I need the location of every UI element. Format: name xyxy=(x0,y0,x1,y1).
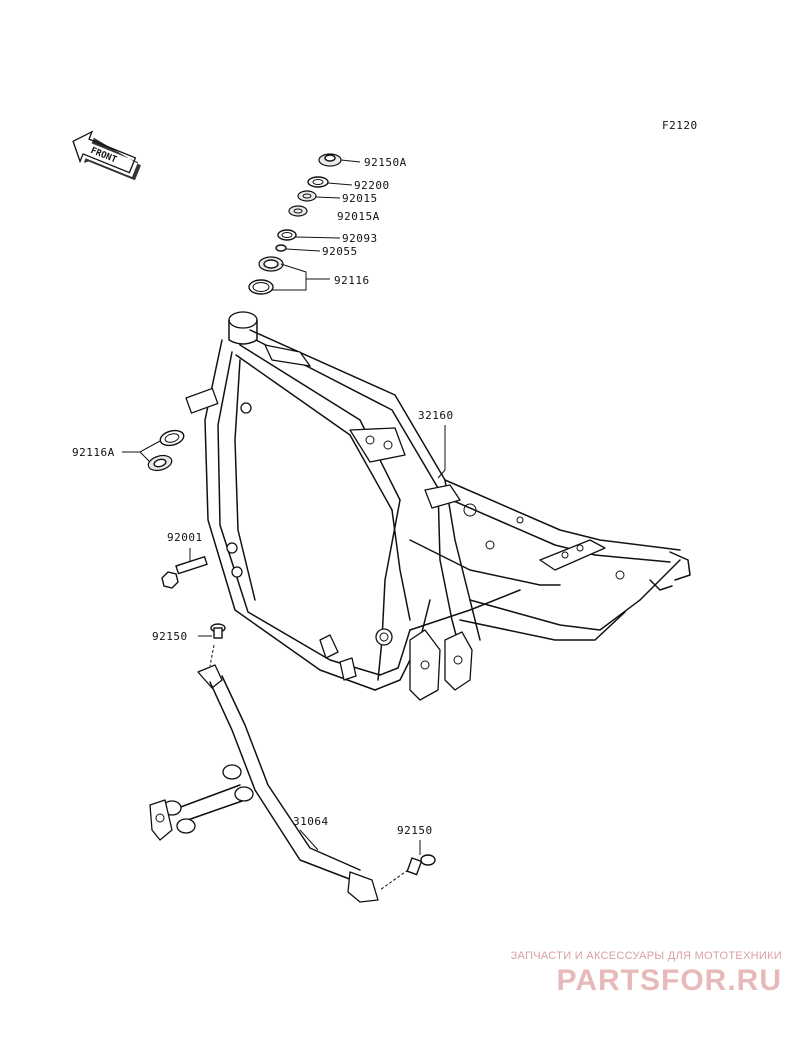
part-label-92116a: 92116A xyxy=(72,446,115,459)
part-label-92150-lower: 92150 xyxy=(397,824,433,837)
bolt-92001 xyxy=(161,548,208,589)
lower-frame-31064 xyxy=(149,664,379,903)
part-label-92150-upper: 92150 xyxy=(152,630,188,643)
part-label-92093: 92093 xyxy=(342,232,378,245)
main-frame xyxy=(185,311,691,701)
part-label-92001: 92001 xyxy=(167,531,203,544)
lower-bearings xyxy=(147,429,185,472)
part-label-32160: 32160 xyxy=(418,409,454,422)
part-label-92200: 92200 xyxy=(354,179,390,192)
part-label-92015: 92015 xyxy=(342,192,378,205)
stem-parts xyxy=(248,153,342,295)
part-label-92150a: 92150A xyxy=(364,156,407,169)
part-label-31064: 31064 xyxy=(293,815,329,828)
part-label-92015a: 92015A xyxy=(337,210,380,223)
part-label-92116: 92116 xyxy=(334,274,370,287)
part-label-92055: 92055 xyxy=(322,245,358,258)
bolt-92150-lower xyxy=(379,840,436,891)
bolt-92150-upper xyxy=(198,623,226,667)
watermark-tagline: ЗАПЧАСТИ И АКСЕССУАРЫ ДЛЯ МОТОТЕХНИКИ xyxy=(510,950,782,962)
front-arrow-icon: FRONT xyxy=(72,130,141,181)
watermark: ЗАПЧАСТИ И АКСЕССУАРЫ ДЛЯ МОТОТЕХНИКИ PA… xyxy=(482,950,782,998)
diagram-code: F2120 xyxy=(662,119,698,132)
watermark-logo: PARTSFOR.RU xyxy=(556,964,782,997)
